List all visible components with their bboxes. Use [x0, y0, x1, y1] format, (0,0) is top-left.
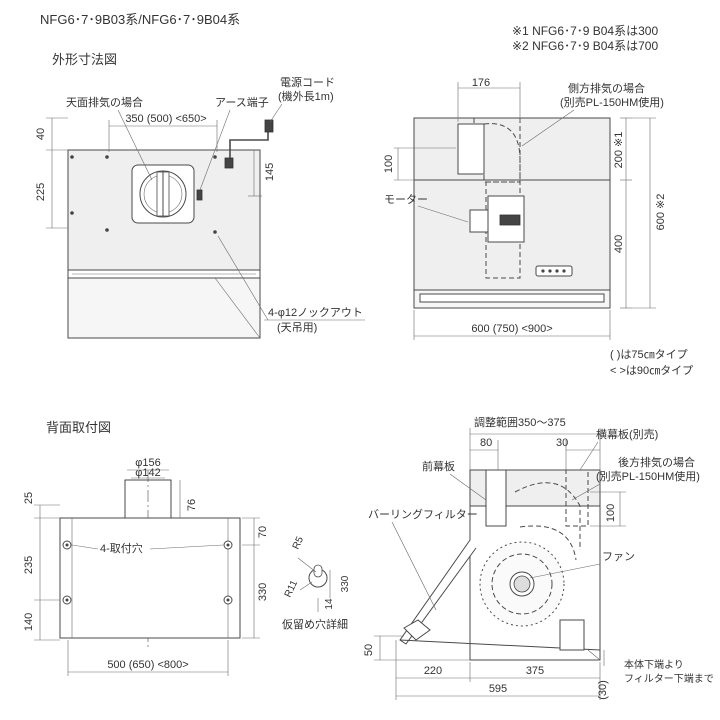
bottom-note-1: 本体下端より — [624, 658, 684, 671]
earth-label: アース端子 — [215, 96, 269, 109]
dim-50: 50 — [363, 644, 375, 656]
dim-330: 330 — [257, 583, 269, 601]
dim-70: 70 — [257, 526, 269, 538]
earth-terminal — [196, 189, 203, 201]
rear-exhaust-label: 後方排気の場合 — [618, 455, 695, 469]
cord-label: 電源コード — [280, 75, 335, 89]
front-plate-label: 前幕板 — [422, 459, 455, 473]
dim-200: 200 ※1 — [613, 132, 625, 169]
baffle-filter — [399, 539, 477, 645]
dim-phi156: φ156 — [135, 457, 161, 469]
front-width-dim: 350 (500) <650> — [125, 113, 206, 125]
dim-r11: R11 — [283, 578, 301, 599]
dim-600: 600 ※2 — [655, 194, 667, 231]
rear-body — [59, 517, 241, 639]
dim-phi142: φ142 — [135, 467, 161, 479]
cord-length: (機外長1m) — [278, 89, 334, 103]
dim-145: 145 — [264, 163, 276, 181]
side-plate-label: 横幕板(別売) — [596, 427, 658, 441]
control-panel — [535, 265, 573, 277]
dim-80: 80 — [480, 437, 492, 449]
section-view: 調整範囲350～375 80 30 100 50 220 375 595 (30… — [363, 415, 714, 700]
dim-25: 25 — [23, 492, 35, 504]
dim-40: 40 — [35, 128, 47, 140]
main-title: NFG6･7･9B03系/NFG6･7･9B04系 — [40, 12, 240, 27]
knockout-note: (天吊用) — [277, 321, 317, 334]
top-exhaust-label: 天面排気の場合 — [66, 95, 143, 109]
detail-label: 仮留め穴詳細 — [282, 617, 348, 631]
dim-176: 176 — [472, 77, 490, 89]
dim-30: 30 — [556, 437, 568, 449]
fan-label: ファン — [602, 551, 635, 563]
bottom-note-2: フィルター下端まで — [624, 672, 714, 685]
section-rear-title: 背面取付図 — [46, 420, 111, 435]
dim-235: 235 — [23, 556, 35, 574]
section-dim-100: 100 — [605, 504, 617, 522]
front-panel — [67, 277, 261, 339]
side-width-dim: 600 (750) <900> — [471, 323, 552, 335]
legend-90: < >は90㎝タイプ — [610, 364, 693, 377]
section-outline-title: 外形寸法図 — [52, 52, 117, 67]
dim-r5: R5 — [291, 535, 307, 552]
rear-exhaust-note: (別売PL-150HM使用) — [596, 470, 700, 483]
front-view: 40 225 350 (500) <650> 145 天面排気の場合 アース端子… — [35, 75, 365, 339]
filter-label: バーリングフィルター — [368, 507, 478, 521]
dim-400: 400 — [613, 235, 625, 253]
dim-595: 595 — [489, 683, 507, 695]
dim-375: 375 — [526, 665, 544, 677]
knockout-label: 4-φ12ノックアウト — [268, 306, 363, 319]
side-exhaust-label: 側方排気の場合 — [568, 81, 645, 95]
side-exhaust-duct — [457, 123, 485, 175]
rear-width-dim: 500 (650) <800> — [107, 659, 188, 671]
dim-140: 140 — [23, 613, 35, 631]
dim-14: 14 — [324, 598, 335, 610]
side-upper — [413, 117, 611, 181]
dim-76: 76 — [186, 499, 198, 511]
dim-225: 225 — [35, 183, 47, 201]
note-1: ※1 NFG6･7･9 B04系は300 — [512, 24, 658, 38]
side-view: 176 100 200 ※1 400 600 ※2 600 (750) <900… — [383, 77, 693, 377]
motor-label: モーター — [384, 193, 428, 206]
dim-30b: (30) — [597, 680, 609, 700]
adjust-range: 調整範囲350～375 — [474, 415, 566, 429]
rear-view: φ156 φ142 76 25 235 140 70 330 500 (650)… — [23, 457, 351, 676]
note-2: ※2 NFG6･7･9 B04系は700 — [512, 39, 658, 53]
dim-330b: 330 — [340, 575, 351, 592]
holes-label: 4-取付穴 — [100, 541, 143, 555]
legend-75: ( )は75㎝タイプ — [610, 348, 688, 361]
side-dim-100: 100 — [383, 155, 395, 173]
dim-220: 220 — [424, 665, 442, 677]
side-exhaust-note: (別売PL-150HM使用) — [560, 96, 664, 109]
